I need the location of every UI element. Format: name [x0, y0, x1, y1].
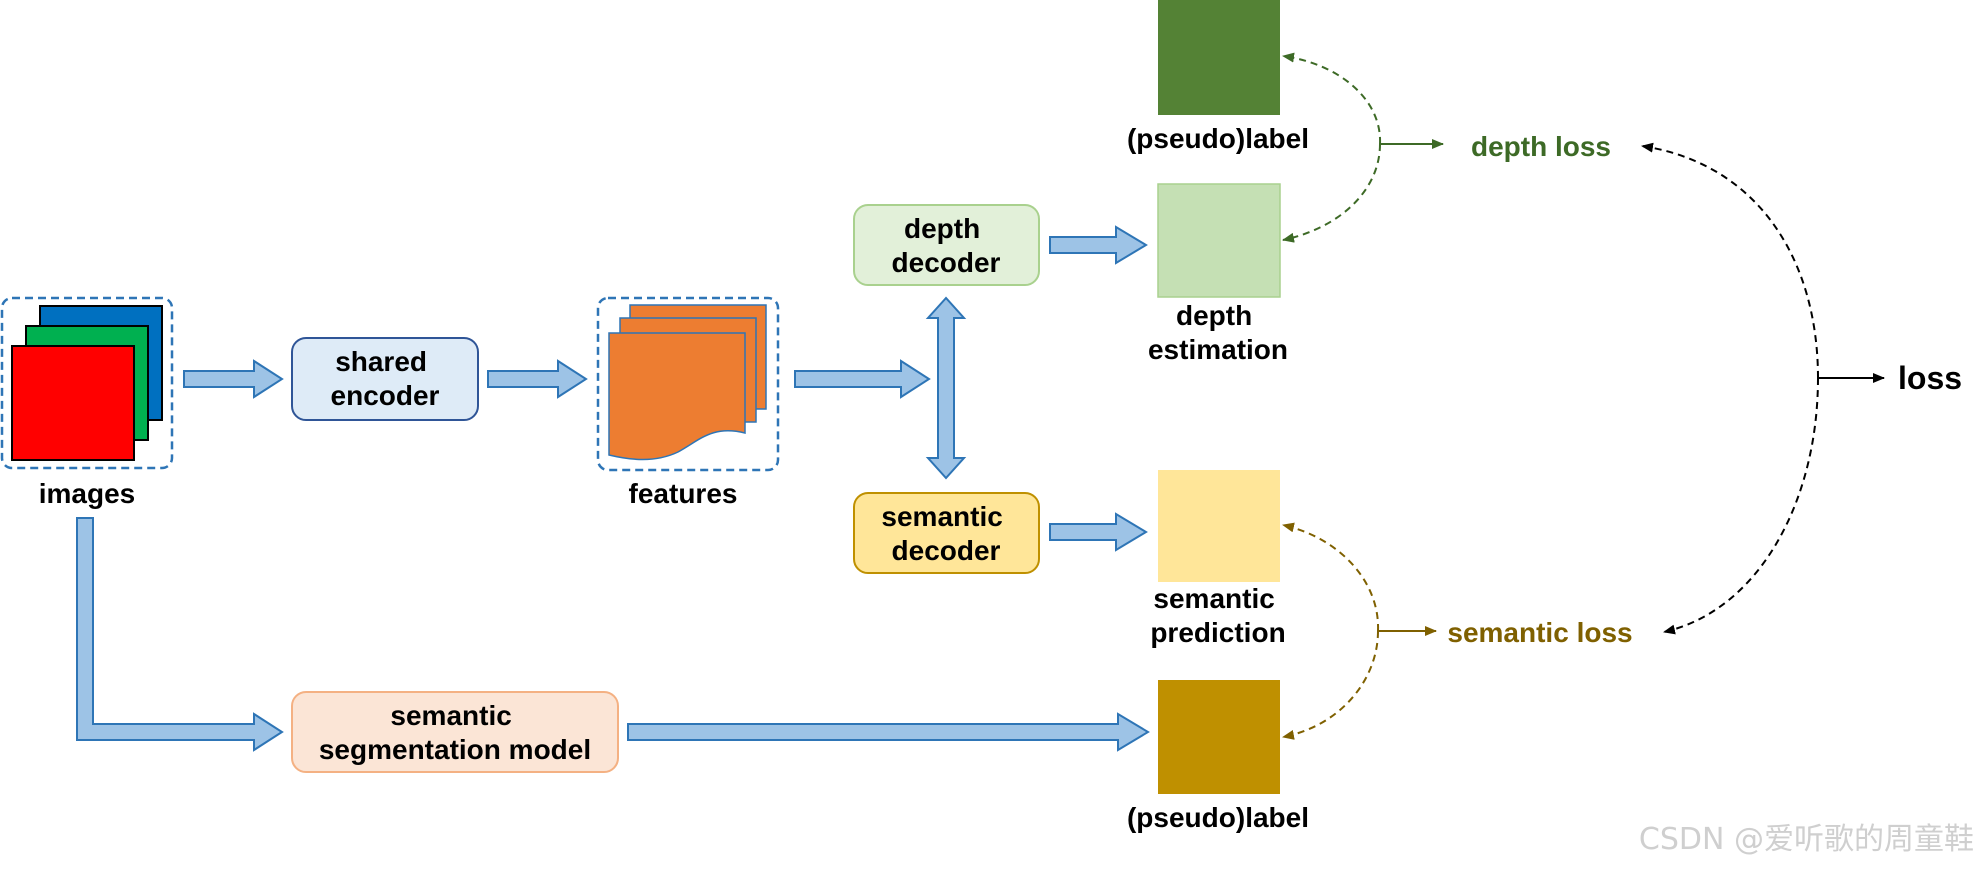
- depth-decoder-box: [853, 204, 1040, 286]
- total-loss-arc-top: [1641, 142, 1819, 379]
- watermark-text: CSDN @爱听歌的周童鞋: [1639, 822, 1974, 857]
- arrow-encoder-to-features: [487, 359, 588, 399]
- arrow-decoder-split: [925, 296, 967, 480]
- arrow-semantic-decoder-to-prediction: [1049, 512, 1148, 552]
- depth-loss-label: depth loss: [1471, 131, 1611, 162]
- semantic-pseudo-label-label: (pseudo)label: [1127, 802, 1309, 833]
- semantic-segmentation-model-label: semantic segmentation model: [319, 700, 591, 765]
- features-node: [596, 296, 780, 472]
- images-node: [0, 296, 174, 470]
- arrow-images-to-encoder: [183, 359, 284, 399]
- semantic-prediction-label: semantic prediction: [1150, 583, 1285, 648]
- arrow-depth-decoder-to-estimation: [1049, 225, 1148, 265]
- features-label: features: [629, 478, 738, 509]
- semantic-loss-label: semantic loss: [1447, 617, 1632, 648]
- features-group-border: [596, 296, 780, 472]
- semantic-segmentation-model-box: [291, 691, 619, 773]
- semantic-compare-arc-bottom: [1282, 630, 1379, 740]
- shared-encoder-label: shared encoder: [331, 346, 440, 411]
- images-label: images: [39, 478, 136, 509]
- total-loss-label: loss: [1898, 360, 1962, 396]
- semantic-pseudo-label-square: [1158, 680, 1280, 794]
- images-group-border: [0, 296, 174, 470]
- feature-sheet-front: [608, 332, 746, 461]
- image-layer-red: [11, 345, 135, 461]
- depth-compare-arc-bottom: [1282, 143, 1381, 243]
- shared-encoder-box: [291, 337, 479, 421]
- depth-pseudo-label-square: [1158, 0, 1280, 115]
- arrow-features-to-decoders: [794, 359, 931, 399]
- depth-estimation-label: depth estimation: [1148, 300, 1288, 365]
- semantic-decoder-box: [853, 492, 1040, 574]
- semantic-compare-arc-top: [1282, 522, 1380, 632]
- total-loss-arc-bottom: [1663, 377, 1819, 635]
- semantic-prediction-square: [1158, 470, 1280, 582]
- semantic-decoder-label: semantic decoder: [881, 501, 1010, 566]
- depth-estimation-square: [1157, 183, 1281, 298]
- arrow-segmentation-model-to-label: [627, 712, 1150, 752]
- arrow-images-to-segmentation-model: [76, 517, 284, 752]
- depth-compare-arc-top: [1282, 52, 1382, 145]
- depth-decoder-label: depth decoder: [892, 213, 1001, 278]
- depth-pseudo-label-label: (pseudo)label: [1127, 123, 1309, 154]
